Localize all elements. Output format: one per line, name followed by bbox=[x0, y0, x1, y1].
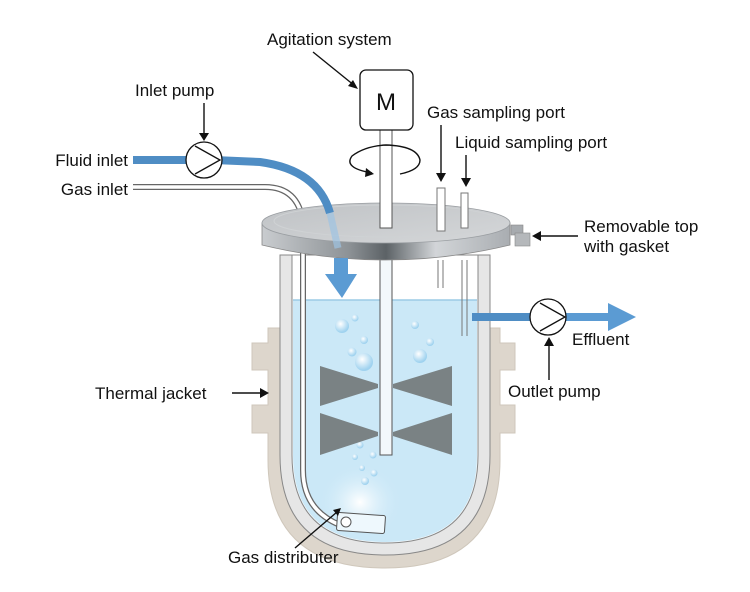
label-outlet-pump: Outlet pump bbox=[508, 382, 601, 401]
label-fluid-inlet: Fluid inlet bbox=[55, 151, 128, 170]
effluent-pipe bbox=[472, 303, 636, 331]
arrow-head bbox=[348, 80, 358, 89]
sampling-tubes-inner bbox=[437, 260, 468, 336]
gas-inlet-pipe bbox=[133, 184, 342, 528]
gas-distributer bbox=[336, 511, 386, 535]
rotation-arrow-icon bbox=[349, 144, 421, 177]
impeller-lower bbox=[320, 413, 452, 455]
label-removable-top: Removable top bbox=[584, 217, 698, 236]
arrow-head bbox=[461, 178, 471, 187]
label-thermal-jacket: Thermal jacket bbox=[95, 384, 207, 403]
arrow-head bbox=[260, 388, 269, 398]
label-gas-distributer: Gas distributer bbox=[228, 548, 339, 567]
label-with-gasket: with gasket bbox=[583, 237, 669, 256]
label-gas-inlet: Gas inlet bbox=[61, 180, 128, 199]
arrow-head bbox=[333, 508, 341, 516]
outlet-pump-icon bbox=[529, 298, 567, 336]
inlet-flow-arrow bbox=[325, 258, 357, 298]
inlet-pump-icon bbox=[185, 141, 223, 179]
label-agitation-system: Agitation system bbox=[267, 30, 392, 49]
label-liquid-sampling-port: Liquid sampling port bbox=[455, 133, 607, 152]
arrow-head bbox=[436, 173, 446, 182]
fluid-inlet-pipe bbox=[133, 156, 357, 298]
arrow-head bbox=[199, 133, 209, 141]
bubbles bbox=[335, 314, 434, 485]
arrow-head bbox=[544, 337, 554, 346]
label-gas-sampling-port: Gas sampling port bbox=[427, 103, 565, 122]
motor: M bbox=[359, 69, 414, 131]
sampling-tubes-outer bbox=[436, 187, 469, 232]
arrow-head bbox=[532, 231, 541, 241]
motor-label: M bbox=[376, 89, 396, 116]
label-effluent: Effluent bbox=[572, 330, 630, 349]
removable-top bbox=[261, 202, 531, 261]
effluent-arrow bbox=[608, 303, 636, 331]
label-inlet-pump: Inlet pump bbox=[135, 81, 214, 100]
impeller-upper bbox=[320, 366, 452, 406]
